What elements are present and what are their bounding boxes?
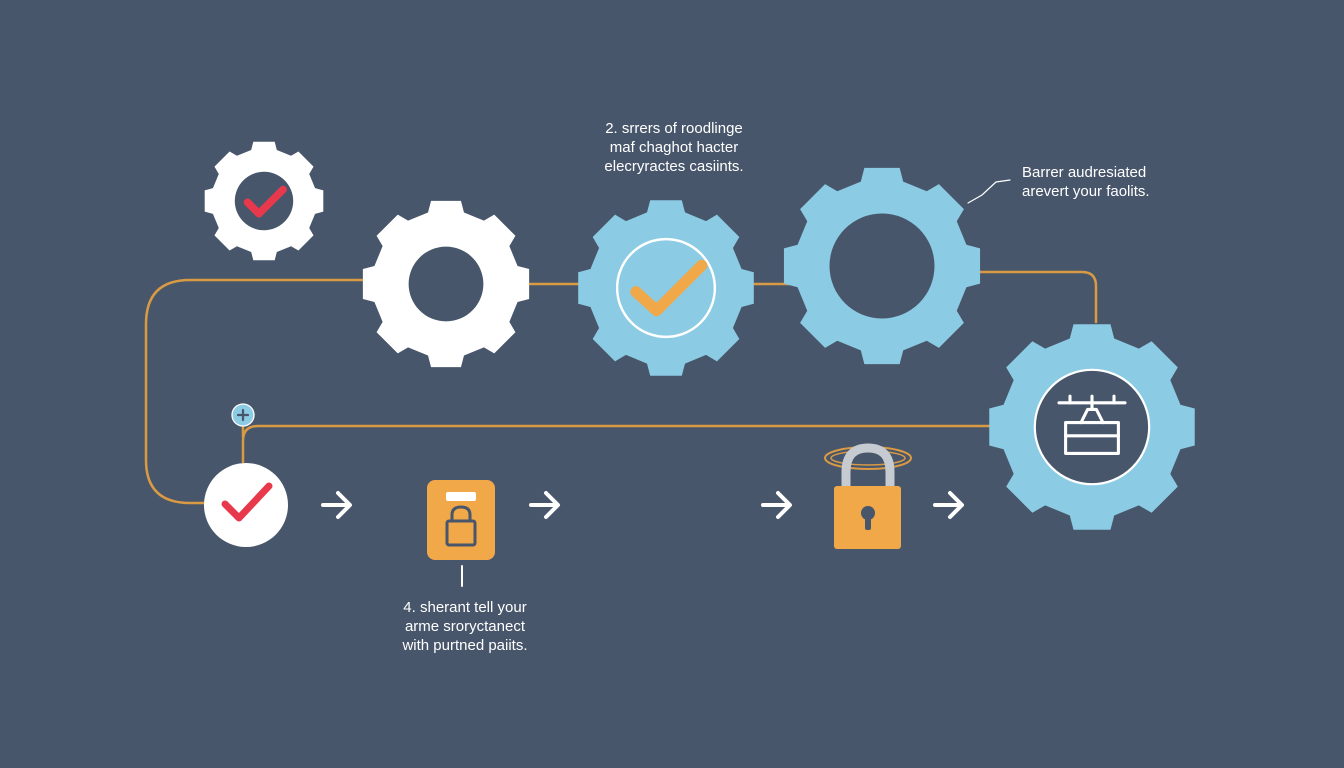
caption-line: 2. srrers of roodlinge — [605, 120, 743, 137]
caption-leader-right — [967, 179, 1011, 204]
caption-right: Barrer audresiated arevert your faolits. — [1022, 163, 1150, 201]
arrow-right-icon — [933, 491, 964, 519]
caption-line: Barrer audresiated — [1022, 164, 1147, 181]
arrow-right-icon — [321, 491, 352, 519]
padlock-icon — [824, 443, 912, 549]
connector-return — [241, 424, 994, 464]
caption-line: elecryractes casiints. — [604, 158, 744, 175]
caption-line: 4. sherant tell your — [403, 599, 527, 616]
lock-badge-icon — [427, 480, 495, 560]
caption-step-2: 2. srrers of roodlinge maf chaghot hacte… — [560, 119, 788, 176]
gear-icon — [362, 200, 530, 368]
connector-gear4-gear5 — [976, 270, 1098, 324]
arrow-right-icon — [761, 491, 792, 519]
caption-step-4: 4. sherant tell your arme sroryctanect w… — [352, 598, 578, 655]
caption-line: maf chaghot hacter — [609, 139, 739, 156]
arrow-right-icon — [529, 491, 560, 519]
gear-icon — [783, 167, 981, 365]
caption-line: arevert your faolits. — [1022, 183, 1150, 200]
plus-icon — [231, 403, 255, 427]
connector-lines — [144, 179, 1098, 587]
caption-line: arme sroryctanect — [404, 618, 526, 635]
caption-line: with purtned paiits. — [402, 637, 528, 654]
gear-check-orange-icon — [578, 200, 754, 376]
connector-loop-left — [144, 278, 364, 505]
circle-check-icon — [204, 463, 288, 547]
gear-machine-icon — [989, 324, 1195, 530]
gear-check-red-icon — [204, 141, 324, 261]
